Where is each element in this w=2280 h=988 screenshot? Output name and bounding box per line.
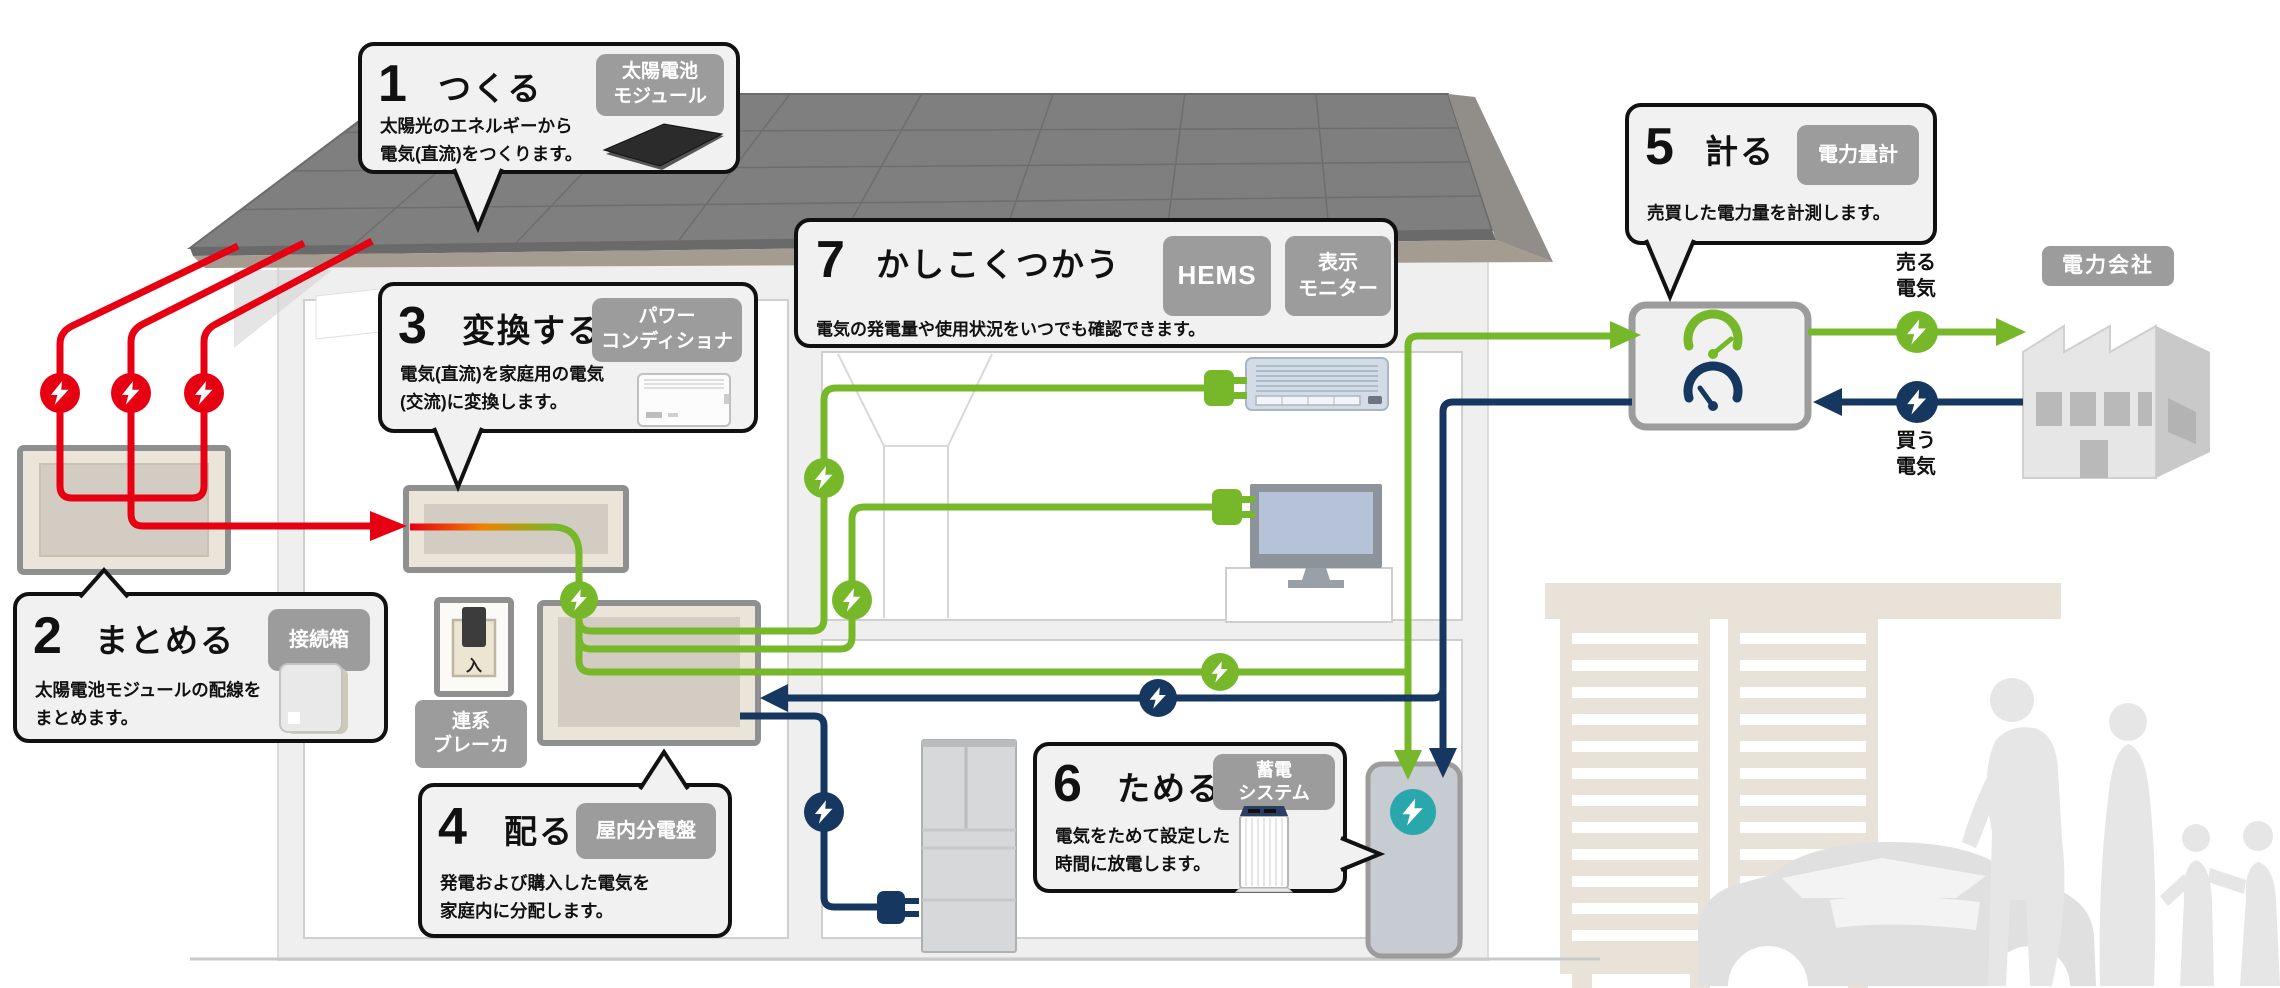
badge-power-conditioner: パワー コンディショナ bbox=[592, 298, 742, 362]
step-number: 1 bbox=[378, 55, 407, 113]
step-description: 発電および購入した電気を 家庭内に分配します。 bbox=[440, 873, 650, 921]
grid-breaker-device: 入 bbox=[434, 597, 514, 697]
step-number: 3 bbox=[398, 297, 427, 355]
step-number: 4 bbox=[438, 798, 467, 856]
navy-arrow-to-battery bbox=[1429, 748, 1457, 778]
buy-line-to-board bbox=[788, 398, 1632, 702]
callout-6-tail bbox=[1340, 836, 1386, 872]
power-meter-device bbox=[1628, 301, 1812, 431]
buy-electricity-label: 買う 電気 bbox=[1896, 430, 1936, 478]
dc-lines bbox=[56, 237, 374, 530]
staircase-outline bbox=[837, 353, 993, 618]
step-number: 5 bbox=[1645, 118, 1674, 176]
dc-line-2 bbox=[127, 239, 370, 530]
refrigerator bbox=[921, 739, 1017, 953]
badge-solar-module: 太陽電池 モジュール bbox=[596, 54, 724, 116]
grid-bolt-icon bbox=[804, 381, 1938, 832]
step-description: 電気の発電量や使用状況をいつでも確認できます。 bbox=[816, 320, 1206, 339]
green-arrow-to-meter bbox=[1610, 321, 1641, 349]
callout-2-combine: 2 まとめる 接続箱 太陽電池モジュールの配線を まとめます。 bbox=[13, 592, 388, 743]
step-description: 電気をためて設定した 時間に放電します。 bbox=[1055, 826, 1230, 874]
step-description: 売買した電力量を計測します。 bbox=[1647, 203, 1891, 223]
callout-6-store: 6 ためる 蓄電 システム 電気をためて設定した 時間に放電します。 bbox=[1033, 742, 1347, 893]
sell-electricity-label: 売る 電気 bbox=[1896, 252, 1936, 300]
bolt-markers bbox=[40, 311, 1938, 835]
ac-bolt-icon bbox=[560, 311, 1938, 691]
tv-plug-icon bbox=[1212, 489, 1255, 525]
badge-hems: HEMS bbox=[1163, 236, 1271, 316]
junction-box-icon bbox=[279, 663, 348, 734]
callout-1-create: 1 つくる 太陽電池 モジュール 太陽光のエネルギーから 電気(直流)をつくりま… bbox=[358, 42, 740, 174]
step-description: 電気(直流)を家庭用の電気 (交流)に変換します。 bbox=[400, 364, 605, 412]
callout-3-tail bbox=[432, 427, 484, 493]
step-description: 太陽光のエネルギーから 電気(直流)をつくります。 bbox=[380, 116, 583, 164]
sell-line-up bbox=[1404, 332, 1611, 672]
badge-display-monitor: 表示 モニター bbox=[1285, 236, 1391, 316]
step-title: ためる bbox=[1117, 770, 1222, 807]
aircon-plug-icon bbox=[1204, 370, 1247, 406]
ac-green-lines bbox=[551, 328, 1996, 752]
eave-shadow bbox=[234, 270, 332, 348]
badge-junction-box: 接続箱 bbox=[268, 609, 370, 671]
step-description: 太陽電池モジュールの配線を まとめます。 bbox=[35, 680, 262, 728]
green-bus-line bbox=[575, 600, 1408, 676]
step-title: つくる bbox=[438, 70, 543, 107]
conditioner-to-board-line bbox=[551, 523, 583, 600]
badge-power-meter: 電力量計 bbox=[1797, 125, 1919, 185]
storage-bolt-icon bbox=[1390, 789, 1436, 835]
dc-line-1 bbox=[56, 242, 240, 502]
callout-4-tail bbox=[638, 748, 690, 791]
step-title: 配る bbox=[504, 813, 574, 850]
grid-breaker-label: 連系 ブレーカ bbox=[415, 700, 527, 768]
power-company-building bbox=[2022, 324, 2210, 479]
navy-arrow-to-meter bbox=[1813, 388, 1842, 416]
air-conditioner bbox=[1245, 357, 1389, 411]
callout-4-distribute: 4 配る 屋内分電盤 発電および購入した電気を 家庭内に分配します。 bbox=[418, 783, 732, 938]
dc-line-3 bbox=[131, 237, 374, 502]
junction-box-device bbox=[17, 445, 231, 575]
callout-5-tail bbox=[1644, 239, 1696, 303]
storage-battery-icon bbox=[1234, 806, 1294, 893]
fridge-plug-icon bbox=[877, 891, 919, 924]
navy-arrow-to-board bbox=[760, 684, 788, 712]
power-conditioner-icon bbox=[637, 373, 731, 427]
step-title: 変換する bbox=[462, 312, 602, 349]
solar-panel-icon bbox=[602, 123, 724, 170]
badge-storage-system: 蓄電 システム bbox=[1213, 754, 1335, 810]
dc-arrow-to-conditioner bbox=[370, 511, 407, 541]
step-title: かしこくつかう bbox=[876, 246, 1121, 283]
step-title: まとめる bbox=[95, 622, 235, 659]
callout-3-convert: 3 変換する パワー コンディショナ 電気(直流)を家庭用の電気 (交流)に変換… bbox=[378, 282, 758, 433]
badge-distribution-board: 屋内分電盤 bbox=[576, 803, 716, 859]
power-company-label: 電力会社 bbox=[2042, 246, 2174, 286]
step-title: 計る bbox=[1705, 133, 1775, 170]
step-number: 2 bbox=[33, 607, 62, 665]
breaker-switch-label: 入 bbox=[466, 657, 482, 675]
callout-1-tail bbox=[452, 168, 504, 234]
family-silhouette bbox=[1962, 678, 2280, 986]
sell-gauge-icon bbox=[1683, 309, 1743, 351]
buy-gauge-icon bbox=[1683, 361, 1743, 403]
step-number: 6 bbox=[1053, 755, 1082, 813]
dc-bolt-icon bbox=[40, 373, 224, 413]
television bbox=[1225, 484, 1393, 623]
green-arrow-to-company bbox=[1996, 318, 2026, 346]
step-number: 7 bbox=[816, 231, 845, 289]
callout-2-tail bbox=[78, 566, 130, 599]
green-arrow-to-battery bbox=[1394, 750, 1422, 780]
callout-5-measure: 5 計る 電力量計 売買した電力量を計測します。 bbox=[1625, 103, 1937, 245]
callout-7-smart-use: 7 かしこくつかう HEMS 表示 モニター 電気の発電量や使用状況をいつでも確… bbox=[794, 218, 1398, 348]
